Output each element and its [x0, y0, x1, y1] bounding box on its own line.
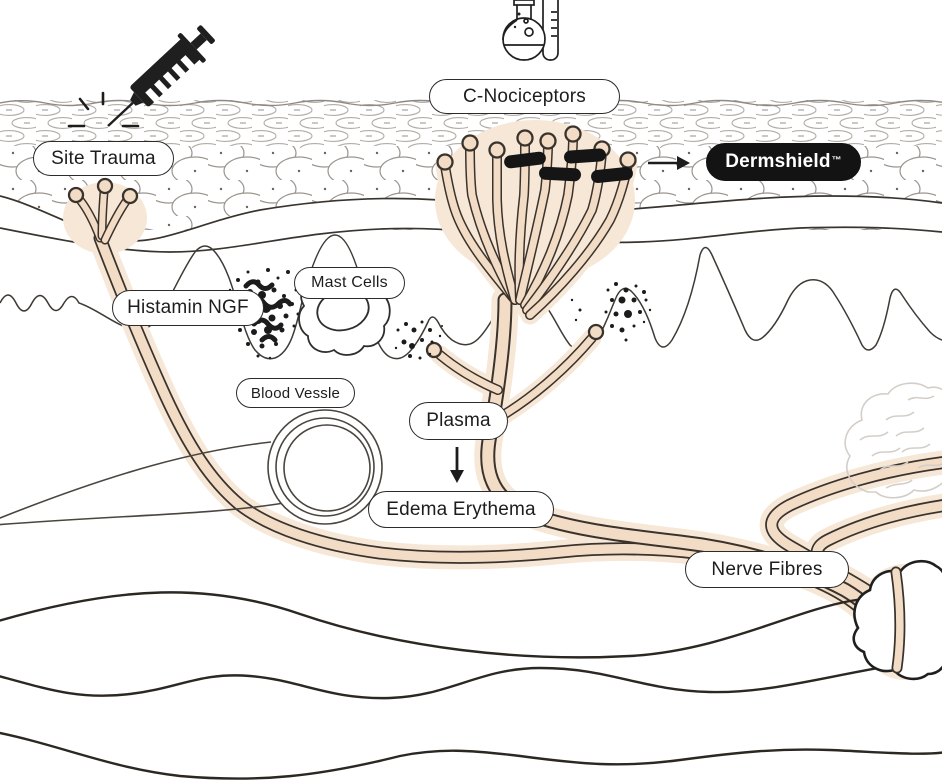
right-arrow-icon	[648, 156, 690, 170]
label-nerve-fibres-text: Nerve Fibres	[711, 558, 823, 580]
down-arrow-icon	[450, 447, 464, 483]
label-nerve-fibres: Nerve Fibres	[685, 551, 849, 588]
flask-icon	[502, 0, 559, 61]
label-site-trauma: Site Trauma	[33, 141, 174, 176]
label-c-nociceptors-text: C-Nociceptors	[463, 85, 586, 107]
label-c-nociceptors: C-Nociceptors	[429, 79, 620, 114]
label-blood-vessle-text: Blood Vessle	[250, 384, 341, 402]
impact-marks	[67, 91, 140, 128]
label-histamin-ngf: Histamin NGF	[112, 290, 264, 326]
label-site-trauma-text: Site Trauma	[51, 147, 156, 169]
label-edema-erythema-text: Edema Erythema	[386, 498, 536, 520]
label-mast-cells: Mast Cells	[294, 267, 405, 299]
nerve-bundle-cloud	[852, 559, 942, 681]
brain-icon	[844, 382, 942, 499]
blood-vessel	[0, 409, 383, 526]
dermshield-tm: ™	[831, 154, 842, 166]
label-edema-erythema: Edema Erythema	[368, 491, 554, 528]
label-plasma: Plasma	[409, 402, 508, 440]
label-plasma-text: Plasma	[426, 410, 491, 431]
histamine-cluster-small	[394, 320, 443, 360]
histamine-cluster-right	[570, 282, 652, 342]
nerve-left	[67, 177, 868, 615]
label-mast-cells-text: Mast Cells	[311, 274, 388, 291]
bottom-tissue-lines	[0, 591, 942, 780]
syringe-icon	[67, 25, 215, 128]
label-blood-vessle: Blood Vessle	[236, 378, 355, 408]
dermshield-discs	[504, 148, 633, 184]
label-histamin-ngf-text: Histamin NGF	[127, 297, 249, 318]
label-dermshield-text: Dermshield	[725, 151, 831, 172]
